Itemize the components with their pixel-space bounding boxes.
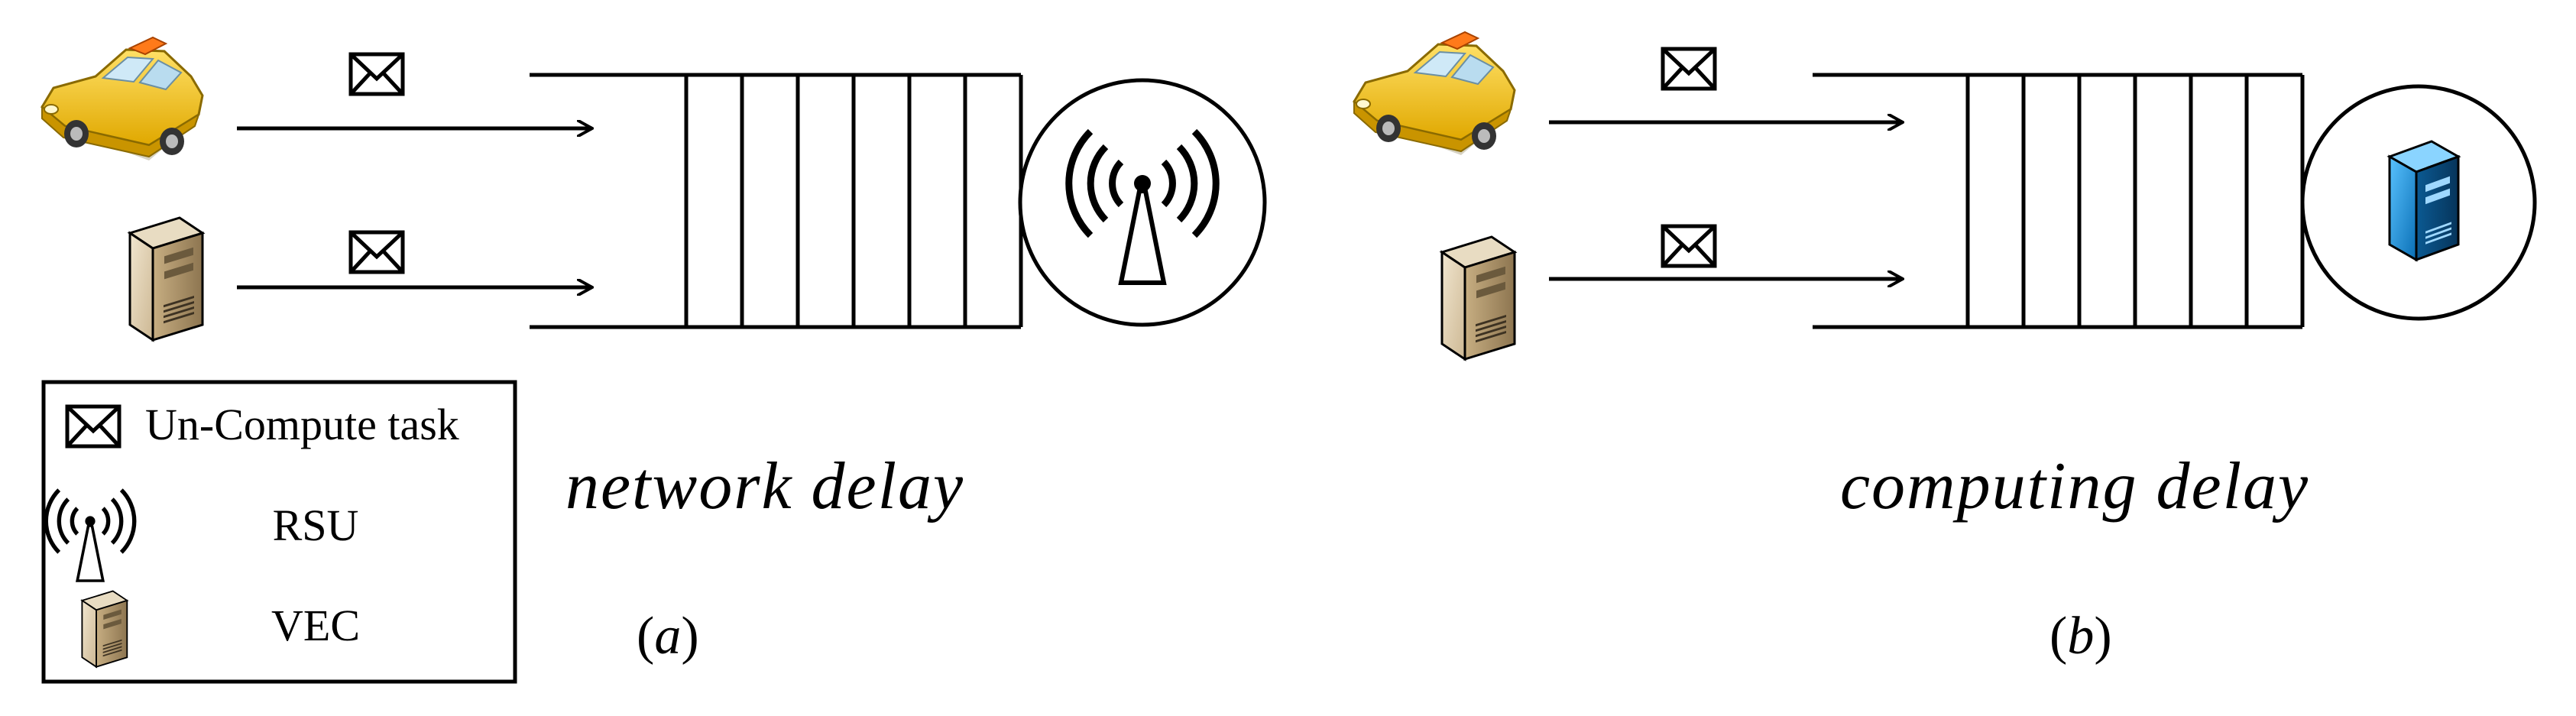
legend: Un-Compute task RSU VEC — [41, 380, 517, 684]
queue — [1813, 73, 2305, 329]
panel-a: network delay (a) — [41, 36, 1267, 666]
envelope-icon — [351, 54, 403, 94]
panel-label-a: (a) — [637, 607, 699, 666]
vec-server-icon — [81, 590, 128, 668]
panel-b: computing delay (b) — [1353, 31, 2537, 666]
envelope-icon — [1663, 49, 1715, 89]
panel-label-b: (b) — [2049, 607, 2112, 666]
envelope-icon — [1663, 226, 1715, 266]
rsu-node — [1018, 78, 1267, 327]
envelope-icon — [351, 232, 403, 272]
taxi-icon — [1353, 31, 1516, 157]
legend-label-vec: VEC — [271, 601, 360, 650]
legend-label-rsu: RSU — [273, 501, 359, 550]
vec-server-icon — [128, 216, 204, 342]
computing-server-icon — [2388, 140, 2460, 261]
caption-network-delay: network delay — [565, 449, 964, 523]
vec-compute-node — [2300, 84, 2537, 321]
vec-server-icon — [1440, 235, 1516, 361]
queue — [530, 73, 1023, 329]
caption-computing-delay: computing delay — [1840, 449, 2309, 523]
envelope-icon — [67, 407, 119, 446]
legend-label-task: Un-Compute task — [145, 400, 459, 449]
taxi-icon — [41, 36, 204, 162]
